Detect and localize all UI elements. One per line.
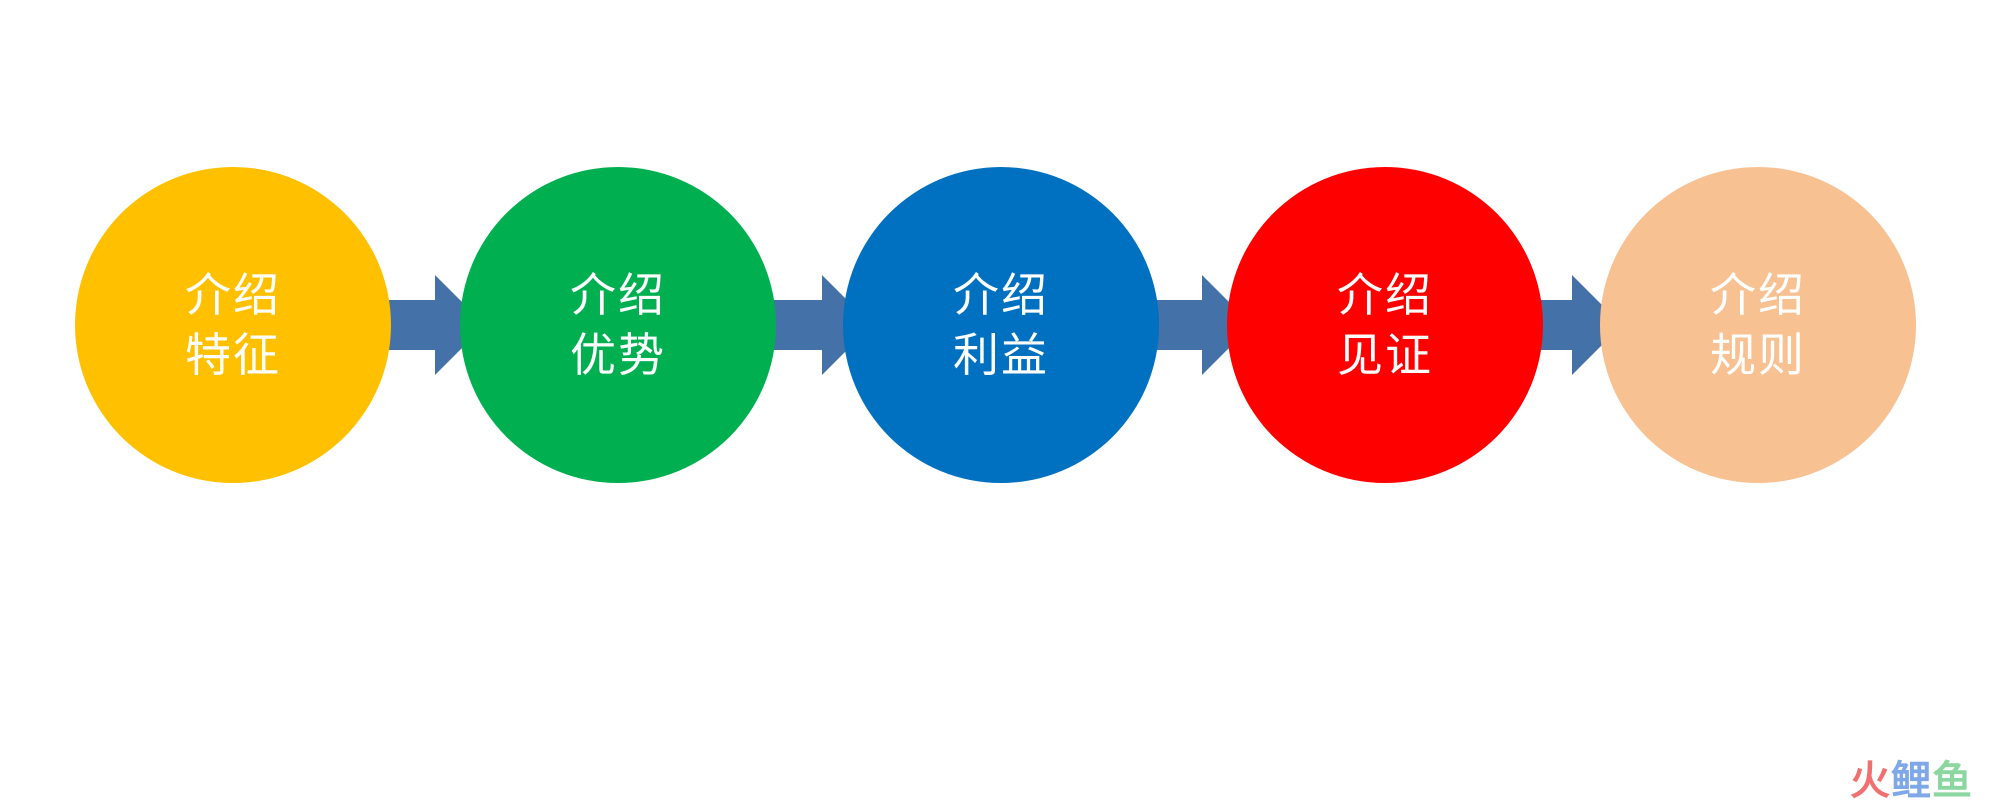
watermark-char: 鲤 — [1891, 758, 1932, 804]
step-label-line1: 介绍 — [1710, 268, 1806, 322]
step-label-line2: 规则 — [1710, 328, 1806, 382]
arrow-3 — [1152, 275, 1252, 375]
watermark-char: 鱼 — [1932, 758, 1973, 804]
step-circle-benefits: 介绍 利益 — [843, 167, 1159, 483]
step-label-line2: 优势 — [570, 328, 666, 382]
step-circle-features: 介绍 特征 — [75, 167, 391, 483]
step-circle-testimonials: 介绍 见证 — [1227, 167, 1543, 483]
arrow-4 — [1522, 275, 1622, 375]
step-label-line1: 介绍 — [1337, 268, 1433, 322]
step-label-line2: 见证 — [1337, 328, 1433, 382]
watermark-logo: 火 鲤 鱼 — [1850, 758, 1973, 804]
step-label-line1: 介绍 — [570, 268, 666, 322]
step-circle-advantages: 介绍 优势 — [460, 167, 776, 483]
step-label-line2: 利益 — [953, 328, 1049, 382]
arrow-1 — [385, 275, 485, 375]
watermark-char: 火 — [1850, 758, 1891, 804]
step-label-line1: 介绍 — [953, 268, 1049, 322]
step-label-line2: 特征 — [185, 328, 281, 382]
step-label-line1: 介绍 — [185, 268, 281, 322]
step-circle-rules: 介绍 规则 — [1600, 167, 1916, 483]
